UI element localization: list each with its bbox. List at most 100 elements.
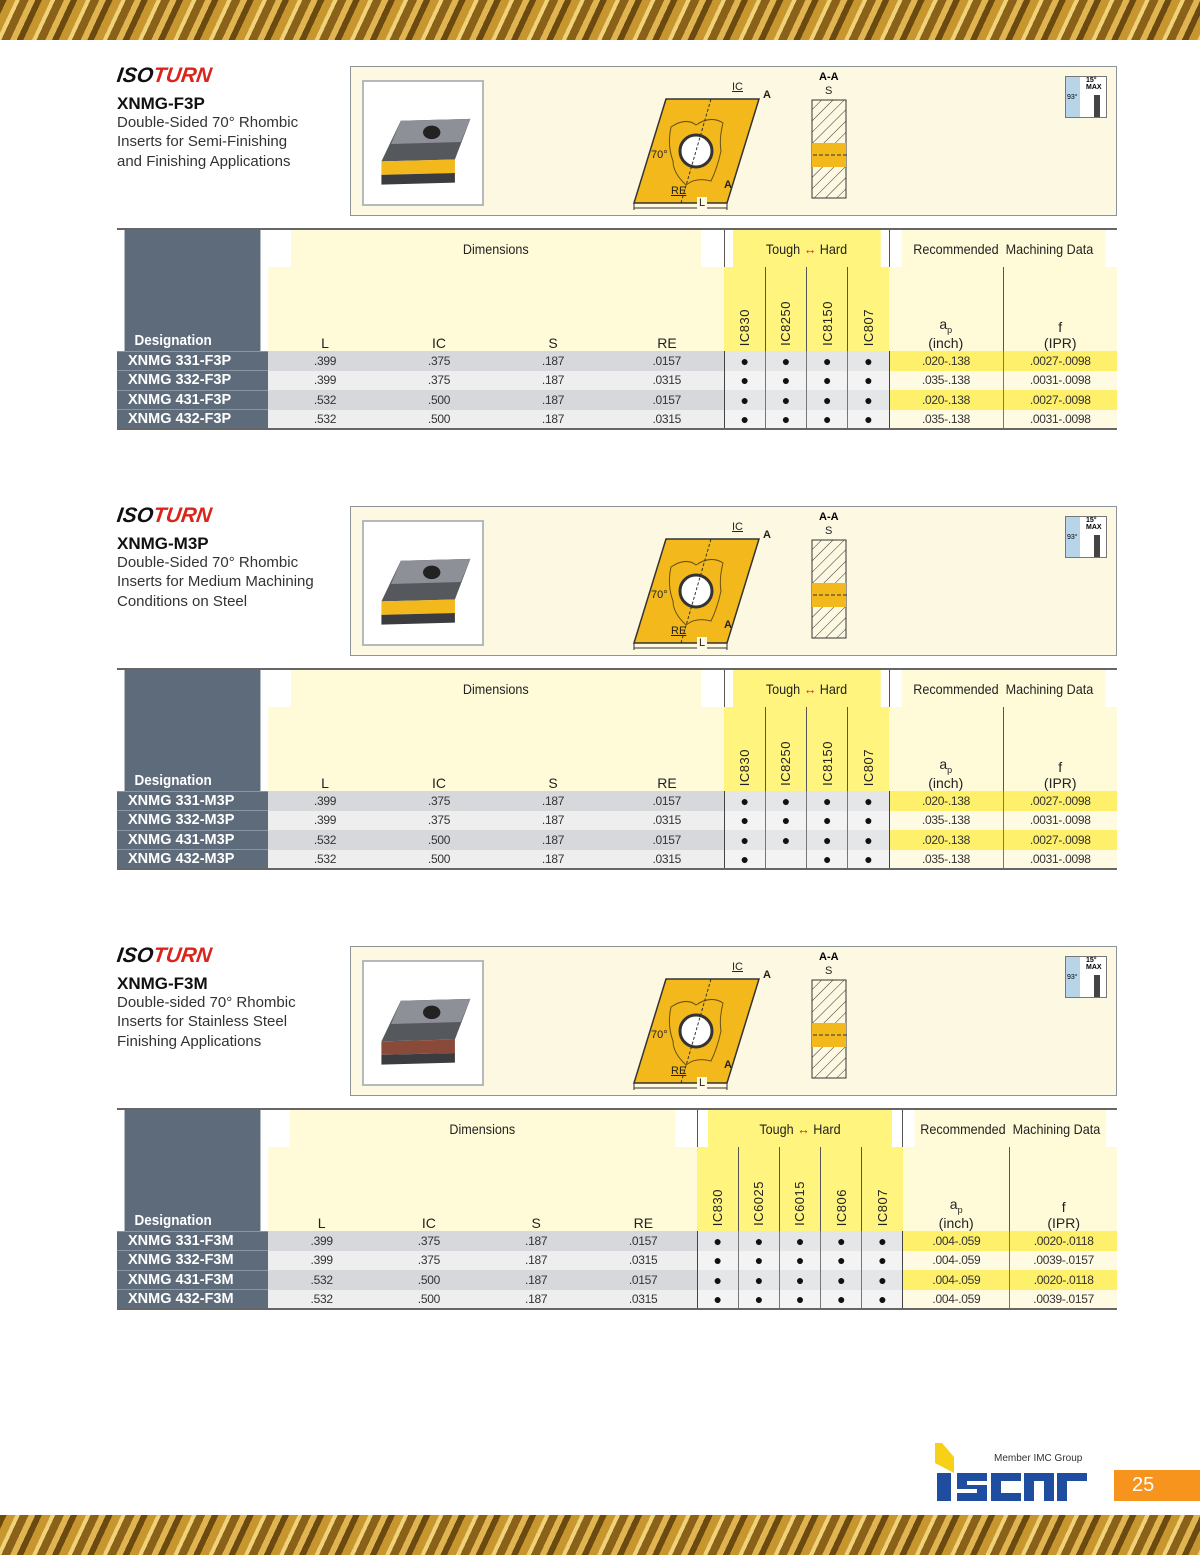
grade-availability-dot: ●: [723, 409, 766, 429]
insert-photo: [362, 960, 484, 1086]
dimension-cell: .375: [382, 810, 496, 830]
grade-availability-dot: ●: [805, 791, 848, 811]
grade-availability-dot: ●: [805, 849, 848, 869]
table-row: XNMG 432-M3P .532.500.187.0315 ●●● .035-…: [117, 849, 1117, 869]
ap-subscript: p: [947, 765, 953, 775]
ap-cell: .035-.138: [888, 810, 1003, 830]
grade-label: IC830: [736, 308, 752, 346]
table-row: XNMG 332-M3P .399.375.187.0315 ●●●● .035…: [117, 810, 1117, 830]
approach-angle-label: 93°: [1067, 94, 1078, 101]
f-cell: .0031-.0098: [1002, 810, 1117, 830]
insert-drawing: [632, 98, 761, 210]
f-cell: .0027-.0098: [1002, 390, 1117, 410]
logo-turn: TURN: [151, 944, 214, 967]
grade-availability-dot: ●: [696, 1250, 739, 1270]
column-header-s: S: [496, 707, 610, 791]
description-line: and Finishing Applications: [117, 152, 291, 170]
insert-photo: [362, 520, 484, 646]
ap-unit: (inch): [928, 335, 964, 351]
logo-turn: TURN: [151, 64, 214, 87]
grade-header: IC6025: [737, 1147, 780, 1231]
insert-figure: IC A 70° RE A L A-A S 15° MAX 93°: [350, 506, 1117, 656]
double-arrow-icon: ↔: [803, 680, 817, 697]
approach-angle-label: 93°: [1067, 974, 1078, 981]
f-cell: .0027-.0098: [1002, 351, 1117, 371]
designation-cell: XNMG 332-F3P: [117, 370, 268, 390]
column-header-l: L: [268, 267, 382, 351]
grade-availability-dot: ●: [737, 1289, 780, 1309]
description-line: Inserts for Stainless Steel: [117, 1013, 288, 1031]
dimension-cell: .0315: [610, 810, 724, 830]
dimension-cell: .375: [375, 1231, 483, 1251]
dimension-cell: .187: [496, 830, 610, 850]
dimension-cell: .500: [382, 390, 496, 410]
f-cell: .0039-.0157: [1009, 1289, 1117, 1309]
grade-header: IC806: [820, 1147, 862, 1231]
tough-label: Tough: [759, 1120, 794, 1137]
grade-availability-dot: [764, 849, 807, 869]
column-header-f: f(IPR): [1009, 1147, 1117, 1231]
dimension-cell: .0315: [610, 409, 724, 429]
dimension-cell: .375: [382, 370, 496, 390]
max-angle-label: 15° MAX: [1086, 517, 1102, 531]
label-a-bottom: A: [724, 179, 732, 191]
f-unit: (IPR): [1047, 1215, 1081, 1231]
label-ic: IC: [732, 81, 743, 93]
grade-availability-dot: ●: [723, 849, 766, 869]
label-s: S: [825, 525, 833, 537]
grade-availability-dot: ●: [847, 849, 889, 869]
dimension-cell: .0157: [589, 1270, 697, 1290]
grade-label: IC8250: [778, 301, 794, 346]
label-l: L: [697, 637, 708, 649]
table-row: XNMG 431-F3P .532.500.187.0157 ●●●● .020…: [117, 389, 1117, 410]
dimension-cell: .399: [268, 351, 382, 371]
dimension-cell: .500: [375, 1270, 483, 1290]
recommended-data-header: Recommended Machining Data: [900, 228, 1106, 267]
grade-availability-dot: ●: [764, 810, 807, 830]
dimension-cell: .0315: [589, 1289, 697, 1309]
grade-header: IC807: [847, 267, 889, 351]
grade-availability-dot: ●: [847, 830, 889, 850]
label-angle: 70°: [651, 149, 668, 161]
f-cell: .0031-.0098: [1002, 370, 1117, 390]
grade-availability-dot: ●: [861, 1250, 903, 1270]
grade-header: IC8150: [805, 707, 848, 791]
hard-label: Hard: [819, 240, 848, 257]
column-header-f: f(IPR): [1002, 707, 1117, 791]
dimension-cell: .532: [268, 830, 382, 850]
label-a-top: A: [763, 969, 771, 981]
label-angle: 70°: [651, 589, 668, 601]
f-cell: .0027-.0098: [1002, 830, 1117, 850]
dimension-cell: .375: [382, 351, 496, 371]
grade-availability-dot: ●: [847, 409, 889, 429]
dimension-cell: .187: [496, 810, 610, 830]
cross-section-drawing: [811, 979, 847, 1079]
table-row: XNMG 331-M3P .399.375.187.0157 ●●●● .020…: [117, 790, 1117, 811]
dimension-cell: .532: [268, 1289, 376, 1309]
grade-availability-dot: ●: [764, 370, 807, 390]
dimension-cell: .500: [375, 1289, 483, 1309]
grade-header: IC6015: [778, 1147, 821, 1231]
dimension-cell: .399: [268, 370, 382, 390]
f-cell: .0039-.0157: [1009, 1250, 1117, 1270]
column-header-ic: IC: [375, 1147, 483, 1231]
designation-cell: XNMG 331-F3M: [117, 1230, 268, 1251]
f-cell: .0031-.0098: [1002, 409, 1117, 429]
double-arrow-icon: ↔: [797, 1120, 810, 1137]
grade-header: IC830: [697, 1147, 739, 1231]
hard-label: Hard: [813, 1120, 841, 1137]
grade-label: IC806: [833, 1188, 849, 1226]
dimension-cell: .399: [268, 791, 382, 811]
grade-availability-dot: ●: [805, 390, 848, 410]
table-row: XNMG 431-M3P .532.500.187.0157 ●●●● .020…: [117, 829, 1117, 850]
logo-turn: TURN: [151, 504, 214, 527]
grades-header: Tough ↔ Hard: [731, 668, 882, 707]
tough-label: Tough: [765, 680, 801, 697]
label-a-top: A: [763, 529, 771, 541]
ap-cell: .035-.138: [888, 370, 1003, 390]
label-a-bottom: A: [724, 619, 732, 631]
insert-photo: [362, 80, 484, 206]
grade-availability-dot: ●: [723, 370, 766, 390]
grade-availability-dot: ●: [820, 1250, 862, 1270]
